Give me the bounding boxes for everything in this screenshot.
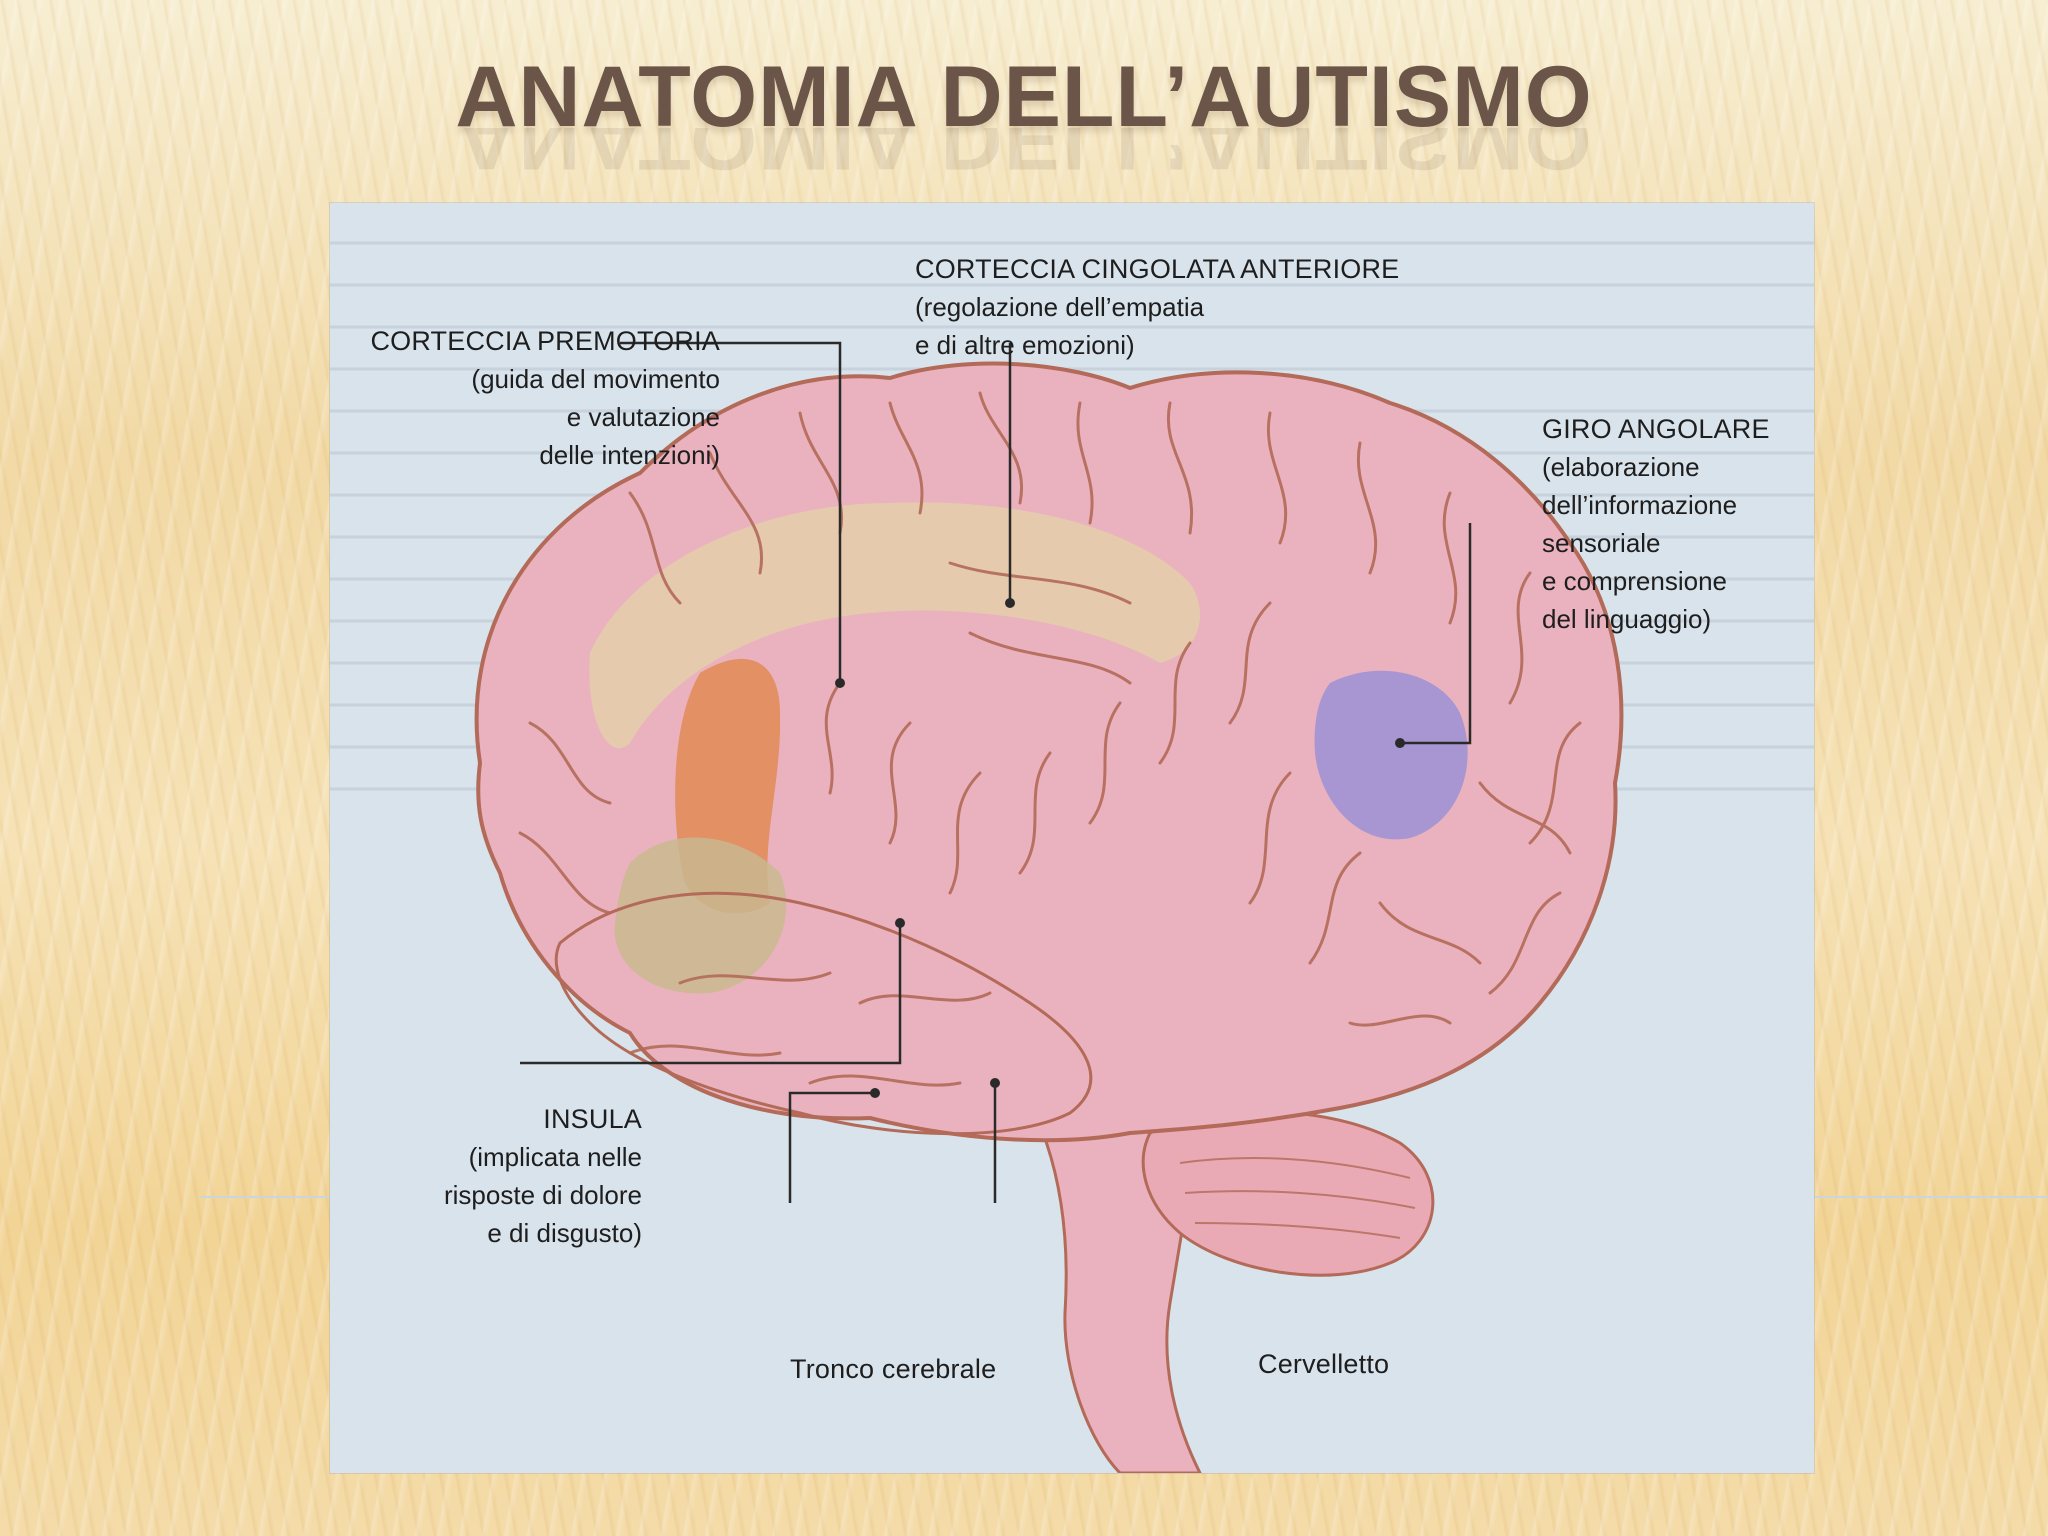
label-insula-line-2: risposte di dolore [444, 1180, 642, 1210]
brain-illustration [330, 241, 1814, 1473]
label-angolare-line-3: sensoriale [1542, 528, 1661, 558]
leader-tronco [788, 1091, 875, 1203]
label-angolare-line-1: (elaborazione [1542, 452, 1700, 482]
label-insula-name: INSULA [543, 1104, 642, 1134]
label-insula-line-1: (implicata nelle [468, 1142, 642, 1172]
leader-angolare [1400, 523, 1472, 745]
label-premotoria-line-3: delle intenzioni) [539, 440, 720, 470]
cerebellum-folds [1179, 1157, 1416, 1239]
label-cervelletto: Cervelletto [1258, 1345, 1389, 1383]
label-cervelletto-name: Cervelletto [1258, 1349, 1390, 1379]
label-premotoria-line-2: e valutazione [566, 402, 720, 432]
label-tronco: Tronco cerebrale [790, 1350, 996, 1388]
label-angolare-line-4: e comprensione [1542, 566, 1727, 596]
region-insula [614, 837, 787, 994]
label-angolare: GIRO ANGOLARE (elaborazione dell’informa… [1542, 410, 1770, 638]
brain-figure [330, 203, 1814, 1473]
label-premotoria: CORTECCIA PREMOTORIA (guida del moviment… [360, 322, 720, 474]
leader-dots [835, 598, 1405, 1098]
label-cingolata-line-2: e di altre emozioni) [915, 330, 1135, 360]
label-cingolata-name: CORTECCIA CINGOLATA ANTERIORE [915, 254, 1400, 284]
label-cingolata: CORTECCIA CINGOLATA ANTERIORE (regolazio… [915, 250, 1399, 364]
leader-premotoria [620, 341, 842, 683]
slide-title: ANATOMIA DELL’AUTISMO [455, 49, 1593, 145]
region-cingulate [589, 502, 1200, 749]
label-tronco-name: Tronco cerebrale [790, 1354, 997, 1384]
leader-lines [520, 341, 1472, 1203]
region-angular-gyrus [1314, 670, 1468, 840]
label-angolare-line-5: del linguaggio) [1542, 604, 1712, 634]
slide-title-reflection: ANATOMIA DELL’AUTISMO [455, 128, 1593, 187]
label-insula: INSULA (implicata nelle risposte di dolo… [370, 1100, 642, 1252]
label-cingolata-line-1: (regolazione dell’empatia [915, 292, 1205, 322]
gyri-folds [518, 391, 1582, 1087]
label-premotoria-name: CORTECCIA PREMOTORIA [370, 326, 720, 356]
label-premotoria-line-1: (guida del movimento [471, 364, 720, 394]
temporal-lobe-outline [554, 891, 1093, 1136]
label-insula-line-3: e di disgusto) [487, 1218, 642, 1248]
label-angolare-name: GIRO ANGOLARE [1542, 414, 1770, 444]
label-angolare-line-2: dell’informazione [1542, 490, 1738, 520]
leader-insula [520, 923, 902, 1065]
